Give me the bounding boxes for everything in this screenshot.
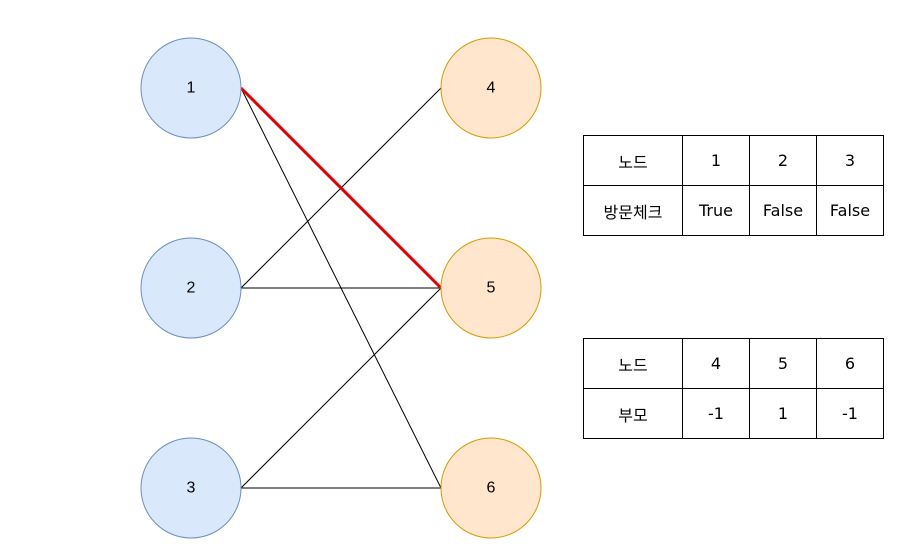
node-circle: [440, 437, 542, 539]
visit-node-cell: 1: [682, 135, 750, 186]
node-4: 4: [440, 37, 542, 139]
edge-3-5: [240, 287, 442, 489]
node-2: 2: [140, 237, 242, 339]
visit-header-row: 노드 1 2 3: [583, 135, 884, 186]
visit-header-label: 노드: [583, 135, 683, 186]
parent-node-cell: 5: [749, 338, 817, 389]
visit-value-cell: True: [682, 185, 750, 236]
edge-group: [239, 86, 443, 489]
edge-1-5-highlighted: [239, 86, 443, 290]
parent-header-label: 노드: [583, 338, 683, 389]
visit-value-cell: False: [749, 185, 817, 236]
visit-row-label: 방문체크: [583, 185, 683, 236]
node-circle: [140, 37, 242, 139]
node-label: 3: [187, 480, 196, 497]
node-circle: [440, 37, 542, 139]
node-group: 1 2 3 4 5 6: [140, 37, 542, 539]
node-6: 6: [440, 437, 542, 539]
node-label: 6: [487, 480, 496, 497]
visit-check-table: 노드 1 2 3 방문체크 True False False: [583, 135, 884, 236]
parent-table: 노드 4 5 6 부모 -1 1 -1: [583, 338, 884, 439]
parent-node-cell: 6: [816, 338, 884, 389]
node-label: 1: [187, 80, 196, 97]
parent-value-cell: -1: [816, 388, 884, 439]
visit-node-cell: 2: [749, 135, 817, 186]
parent-value-cell: 1: [749, 388, 817, 439]
node-label: 5: [487, 280, 496, 297]
parent-node-cell: 4: [682, 338, 750, 389]
parent-value-cell: -1: [682, 388, 750, 439]
node-label: 4: [487, 80, 496, 97]
visit-value-row: 방문체크 True False False: [583, 185, 884, 236]
node-circle: [140, 437, 242, 539]
parent-row-label: 부모: [583, 388, 683, 439]
node-label: 2: [187, 280, 196, 297]
node-1: 1: [140, 37, 242, 139]
node-circle: [140, 237, 242, 339]
node-circle: [440, 237, 542, 339]
parent-header-row: 노드 4 5 6: [583, 338, 884, 389]
node-3: 3: [140, 437, 242, 539]
visit-node-cell: 3: [816, 135, 884, 186]
parent-value-row: 부모 -1 1 -1: [583, 388, 884, 439]
node-5: 5: [440, 237, 542, 339]
visit-value-cell: False: [816, 185, 884, 236]
